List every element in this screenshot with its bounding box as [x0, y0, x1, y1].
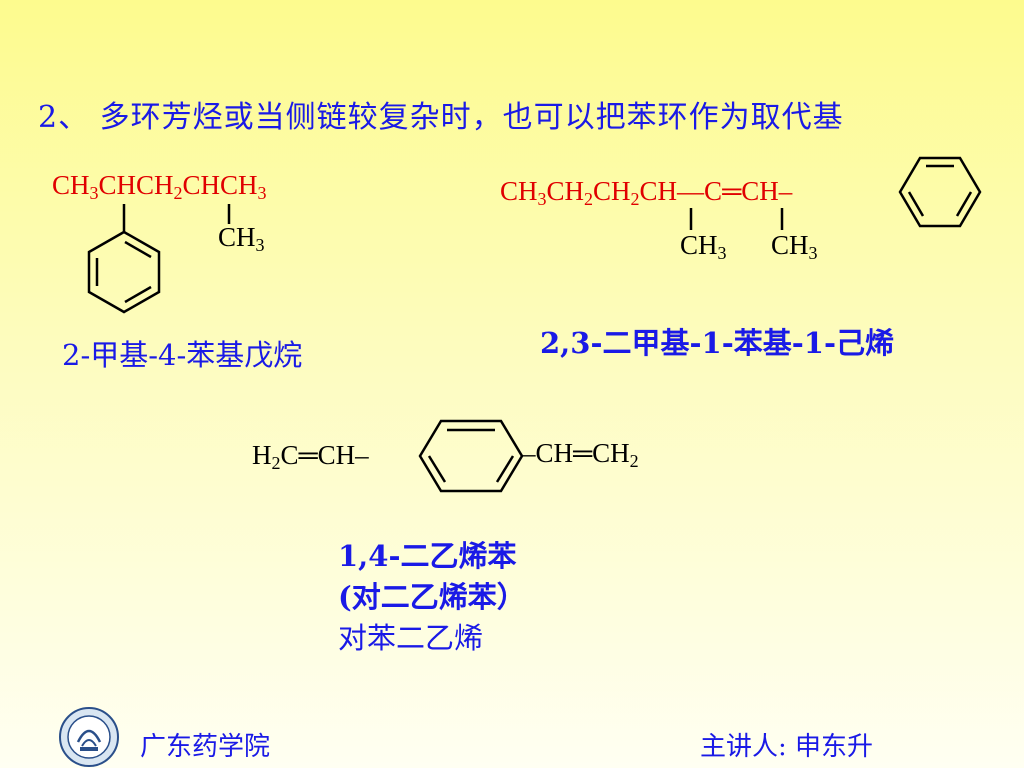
c2-branch-sub: 3	[808, 243, 818, 263]
c3-sub: 2	[629, 451, 639, 471]
c3-benzene-ring-icon	[418, 419, 524, 493]
c1-part: CHCH	[182, 170, 258, 200]
c1-branch-sub: 3	[255, 235, 265, 255]
school-logo-icon	[59, 707, 119, 767]
c2-branch-part: CH	[680, 230, 718, 260]
compound1-name: 2-甲基-4-苯基戊烷	[62, 338, 303, 372]
c1-part: CHCH	[98, 170, 174, 200]
slide-heading: 2、 多环芳烃或当侧链较复杂时，也可以把苯环作为取代基	[38, 100, 844, 135]
footer-school: 广东药学院	[140, 732, 271, 762]
c2-part: CH—C═CH–	[639, 176, 793, 206]
c1-part: CH	[52, 170, 90, 200]
compound3-name-line-3: 对苯二乙烯	[338, 621, 484, 655]
c2-part: CH	[546, 176, 585, 206]
c3-part: CH	[592, 438, 630, 468]
compound3-left-group: H2C═CH–	[252, 440, 369, 474]
c1-sub: 3	[257, 183, 267, 203]
compound3-right-group: –CH═CH2	[522, 438, 639, 472]
compound3-name-line-2: (对二乙烯苯）	[338, 580, 526, 614]
c1-sub: 2	[173, 183, 183, 203]
c1-sub: 3	[89, 183, 99, 203]
compound2-name: 2,3-二甲基-1-苯基-1-己烯	[540, 326, 894, 360]
c3-part: C═CH–	[280, 440, 369, 470]
c2-part: CH	[500, 176, 538, 206]
compound2-formula: CH3CH2CH2CH—C═CH–	[500, 176, 792, 210]
c2-sub: 2	[630, 189, 640, 209]
c3-part: –CH═	[522, 438, 593, 468]
c2-branch-sub: 3	[717, 243, 727, 263]
c2-benzene-ring-icon	[898, 156, 982, 228]
c1-benzene-ring-icon	[87, 230, 161, 314]
compound2-methyl-branch-2: CH3	[771, 230, 818, 264]
c2-part: CH	[593, 176, 631, 206]
compound1-formula: CH3CHCH2CHCH3	[52, 170, 267, 204]
c2-sub: 2	[584, 189, 594, 209]
compound3-name-line-1: 1,4-二乙烯苯	[338, 539, 517, 573]
compound1-methyl-branch: CH3	[218, 222, 265, 256]
c1-branch-part: CH	[218, 222, 256, 252]
compound2-methyl-branch-1: CH3	[680, 230, 727, 264]
c3-sub: 2	[271, 453, 281, 473]
c2-branch-part: CH	[771, 230, 809, 260]
c2-sub: 3	[537, 189, 547, 209]
c3-part: H	[252, 440, 272, 470]
footer-lecturer: 主讲人: 申东升	[700, 732, 874, 762]
